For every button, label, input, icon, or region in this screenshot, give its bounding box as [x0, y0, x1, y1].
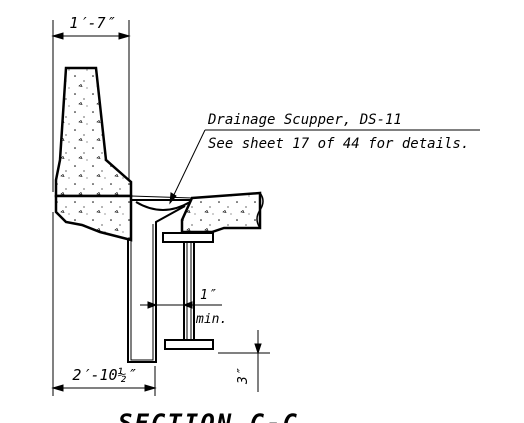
deck-cantilever — [54, 194, 133, 242]
top-width-dimension — [51, 20, 131, 192]
note-leader — [169, 129, 480, 205]
top-width-label: 1′-7″ — [69, 14, 115, 32]
section-title: SECTION C-C — [118, 409, 299, 423]
vertical-dimension — [218, 330, 270, 392]
gap-note-label: min. — [195, 312, 227, 327]
barrier-parapet — [54, 66, 133, 198]
bottom-width-dimension — [51, 212, 157, 396]
note-line-2: See sheet 17 of 44 for details. — [208, 136, 469, 152]
note-line-1: Drainage Scupper, DS-11 — [207, 112, 402, 128]
drainage-scupper — [127, 195, 193, 363]
gap-dimension — [140, 301, 222, 309]
steel-girder — [162, 232, 214, 350]
gap-label: 1″ — [200, 288, 216, 303]
vertical-label: 3″ — [236, 368, 251, 385]
deck-slab — [180, 191, 264, 234]
bottom-width-label: 2′-10½″ — [72, 366, 136, 384]
